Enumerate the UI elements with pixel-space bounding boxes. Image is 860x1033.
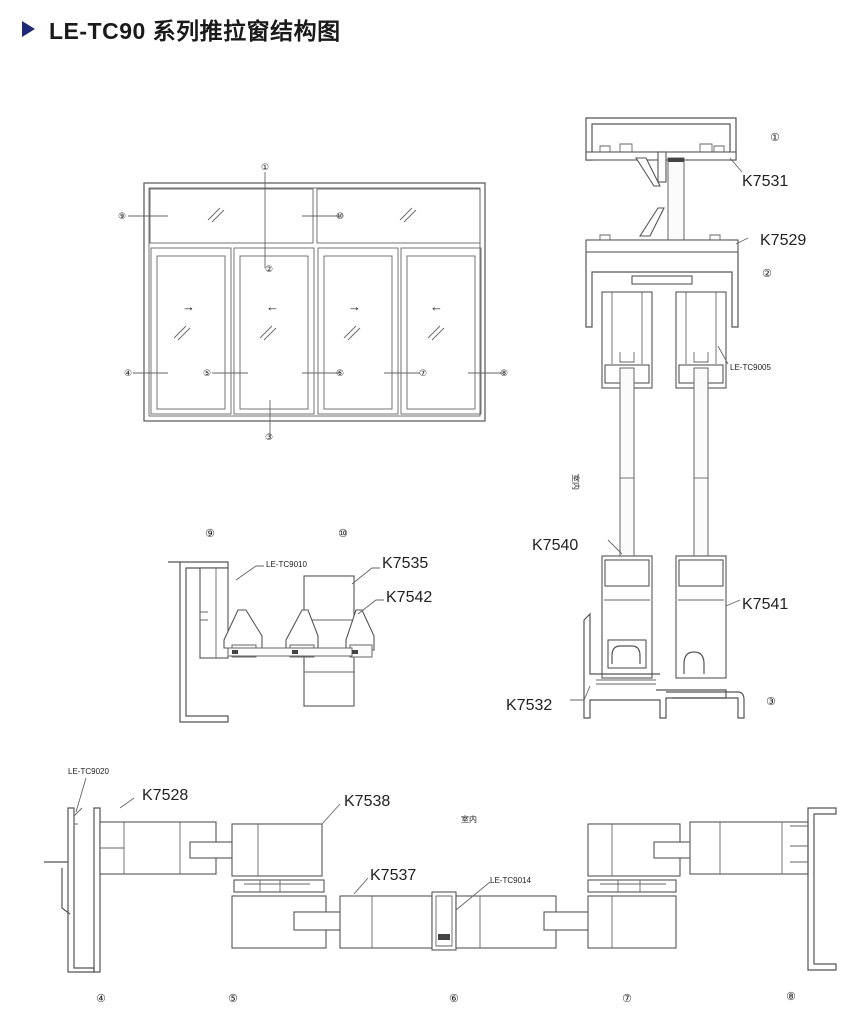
glass-hatch-marks [173, 207, 445, 341]
slide-arrow-1: → [182, 299, 195, 314]
glass-left [619, 367, 635, 581]
marker-9: ⑨ [118, 211, 126, 221]
label-k7542: K7542 [386, 589, 432, 606]
vertical-section: ① K7531 K7529 ② LE-TC9005 室内 K7540 K7541… [506, 117, 806, 719]
inner-frame [148, 187, 481, 417]
sash-h-1 [231, 823, 323, 877]
sash-horizontal-section: LE-TC9020 K7528 K7538 室内 K7537 LE-TC9014… [44, 767, 837, 1005]
transom-section: ⑨ ⑩ LE-TC9010 K7535 K7542 [168, 528, 432, 723]
section-lines [128, 172, 502, 436]
right-frame-chamber [689, 821, 809, 875]
label-k7537: K7537 [370, 867, 416, 884]
sash-h-3 [339, 895, 433, 949]
label-k7540: K7540 [532, 537, 578, 554]
sash-2-glass [239, 255, 309, 410]
window-elevation: → ← → ← ① ② ③ ④ ⑤ ⑥ ⑦ ⑧ ⑨ ⑩ [118, 162, 508, 442]
h-marker-9: ⑨ [205, 528, 215, 540]
marker-2: ② [265, 264, 273, 274]
label-k7532: K7532 [506, 697, 552, 714]
marker-10: ⑩ [336, 211, 344, 221]
glass-right [693, 367, 709, 581]
outer-frame [143, 182, 486, 422]
h-marker-5: ⑤ [228, 993, 238, 1005]
title-arrow-icon [22, 21, 35, 37]
marker-8: ⑧ [500, 368, 508, 378]
label-k7538: K7538 [344, 793, 390, 810]
h-marker-8: ⑧ [786, 991, 796, 1003]
sash-2 [233, 247, 315, 415]
h-marker-6: ⑥ [449, 993, 459, 1005]
vertical-section-leaders [570, 157, 749, 701]
label-le-tc9005: LE-TC9005 [730, 363, 771, 372]
label-indoor-horizontal: 室内 [461, 814, 477, 824]
v-marker-3: ③ [766, 696, 776, 708]
right-frame-profile [807, 807, 837, 971]
page-title: LE-TC90 系列推拉窗结构图 [49, 18, 341, 44]
label-k7528: K7528 [142, 787, 188, 804]
label-le-tc9010: LE-TC9010 [266, 560, 307, 569]
h-marker-7: ⑦ [622, 993, 632, 1005]
transom-profile [585, 239, 739, 253]
marker-4: ④ [124, 368, 132, 378]
sash-3 [317, 247, 399, 415]
slide-arrow-4: ← [430, 299, 443, 314]
page-header: LE-TC90 系列推拉窗结构图 [22, 14, 341, 44]
sash-4-glass [406, 255, 476, 410]
marker-5: ⑤ [203, 368, 211, 378]
label-k7531: K7531 [742, 173, 788, 190]
sash-3-glass [323, 255, 393, 410]
transom-left [149, 188, 314, 244]
sash-h-4 [455, 895, 557, 949]
slide-arrow-3: → [348, 299, 361, 314]
label-k7541: K7541 [742, 596, 788, 613]
elevation-markers: ① ② ③ ④ ⑤ ⑥ ⑦ ⑧ ⑨ ⑩ [118, 162, 508, 442]
bottom-frame-profile [583, 620, 727, 719]
marker-3: ③ [265, 432, 273, 442]
marker-7: ⑦ [419, 368, 427, 378]
sash-h-5 [587, 895, 677, 949]
sash-1-glass [156, 255, 226, 410]
marker-1: ① [261, 162, 269, 172]
h-marker-10: ⑩ [338, 528, 348, 540]
h-marker-4: ④ [96, 993, 106, 1005]
sash-4 [400, 247, 482, 415]
v-marker-2: ② [762, 268, 772, 280]
label-k7529: K7529 [760, 232, 806, 249]
label-le-tc9014: LE-TC9014 [490, 876, 531, 885]
marker-6: ⑥ [336, 368, 344, 378]
v-marker-1: ① [770, 132, 780, 144]
transom-glass [667, 157, 685, 249]
label-le-tc9020: LE-TC9020 [68, 767, 109, 776]
transom-left-frame [168, 561, 229, 723]
sash-1 [150, 247, 232, 415]
label-k7535: K7535 [382, 555, 428, 572]
slide-arrow-2: ← [266, 299, 279, 314]
label-indoor-vertical: 室内 [571, 474, 581, 490]
